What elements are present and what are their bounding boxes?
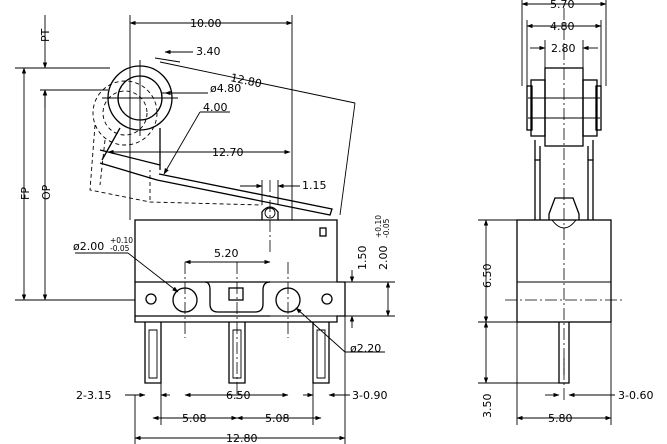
dim-side-6-50: 6.50 bbox=[481, 264, 494, 289]
dim-2-00-tol-upper: +0.10 bbox=[374, 215, 383, 238]
dim-5-20: 5.20 bbox=[214, 247, 239, 260]
dim-overall-length: 12.80 bbox=[226, 432, 258, 444]
dim-fp: FP bbox=[19, 187, 32, 200]
dim-op: OP bbox=[40, 184, 53, 200]
terminals bbox=[144, 322, 330, 384]
dim-hole-tol-lower: -0.05 bbox=[110, 244, 130, 253]
dim-side-5-70: 5.70 bbox=[550, 0, 575, 11]
side-roller bbox=[526, 67, 602, 160]
dim-pitch-left: 5.08 bbox=[182, 412, 207, 425]
dim-2-3-15: 2-3.15 bbox=[76, 389, 111, 402]
dim-side-5-80: 5.80 bbox=[548, 412, 573, 425]
dim-12-70: 12.70 bbox=[212, 146, 244, 159]
dim-1-15: 1.15 bbox=[302, 179, 327, 192]
dim-lever-length: 12.80 bbox=[229, 71, 263, 90]
side-view: 5.70 4.80 2.80 6.50 3.50 3-0.60 5.80 bbox=[478, 0, 653, 425]
dim-6-50: 6.50 bbox=[226, 389, 251, 402]
hole-marker bbox=[319, 227, 327, 237]
small-hole-right bbox=[321, 293, 333, 305]
dim-hole-dia: ø2.00 bbox=[73, 240, 104, 253]
lever-actuated bbox=[99, 60, 333, 216]
dim-terminal-hole: ø2.20 bbox=[350, 342, 381, 355]
dim-2-00: 2.00 bbox=[377, 246, 390, 271]
lever-free bbox=[89, 80, 263, 206]
dim-3-0-90: 3-0.90 bbox=[352, 389, 387, 402]
dim-pt: PT bbox=[39, 28, 52, 42]
dim-1-50: 1.50 bbox=[356, 246, 369, 271]
dim-roller-dia: ø4.80 bbox=[210, 82, 241, 95]
switch-body bbox=[134, 219, 346, 323]
dim-top-width: 10.00 bbox=[190, 17, 222, 30]
front-view: 10.00 PT FP OP 3.40 ø4.80 12.80 4.00 12.… bbox=[15, 15, 395, 444]
dim-side-3-50: 3.50 bbox=[481, 394, 494, 419]
dim-4-00: 4.00 bbox=[203, 101, 228, 114]
dim-side-3-0-60: 3-0.60 bbox=[618, 389, 653, 402]
dim-hole-tol-upper: +0.10 bbox=[110, 236, 133, 245]
dim-side-4-80: 4.80 bbox=[550, 20, 575, 33]
dim-3-40: 3.40 bbox=[196, 45, 221, 58]
side-terminal bbox=[558, 322, 570, 384]
dim-side-2-80: 2.80 bbox=[551, 42, 576, 55]
dim-2-00-tol-lower: -0.05 bbox=[382, 218, 391, 238]
dim-pitch-right: 5.08 bbox=[265, 412, 290, 425]
small-hole-left bbox=[145, 293, 157, 305]
side-plunger bbox=[548, 197, 580, 220]
